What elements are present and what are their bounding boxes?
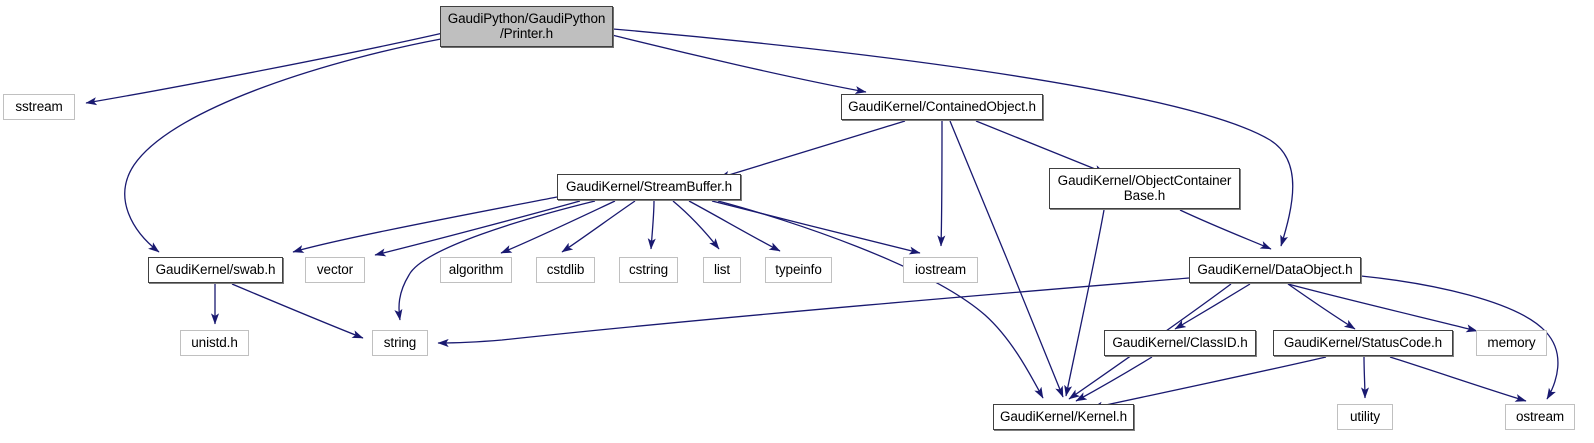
- edge-objcontbase-to-kernel: [1064, 209, 1105, 397]
- node-label-iostream: iostream: [915, 261, 966, 277]
- node-vector[interactable]: vector: [305, 257, 365, 283]
- node-memory[interactable]: memory: [1476, 330, 1547, 356]
- node-label-statuscode: GaudiKernel/StatusCode.h: [1283, 334, 1443, 350]
- node-containedobject[interactable]: GaudiKernel/ContainedObject.h: [841, 94, 1043, 120]
- edge-printer-to-swab: [124, 38, 442, 253]
- node-label-string: string: [383, 334, 417, 350]
- node-cstring[interactable]: cstring: [619, 257, 678, 283]
- edge-streambuffer-to-algorithm: [500, 200, 616, 254]
- node-label-classid: GaudiKernel/ClassID.h: [1112, 334, 1248, 350]
- node-utility[interactable]: utility: [1337, 404, 1393, 430]
- node-label-dataobject: GaudiKernel/DataObject.h: [1197, 261, 1353, 277]
- node-label-typeinfo: typeinfo: [775, 261, 822, 277]
- node-label-kernel: GaudiKernel/Kernel.h: [999, 408, 1128, 424]
- edge-statuscode-to-kernel: [1091, 356, 1327, 410]
- node-label-vector: vector: [316, 261, 354, 277]
- node-label-sstream: sstream: [15, 98, 63, 114]
- edge-containedobject-to-objcontbase: [975, 120, 1106, 174]
- node-kernel[interactable]: GaudiKernel/Kernel.h: [993, 404, 1134, 430]
- edge-containedobject-to-streambuffer: [718, 120, 906, 179]
- edge-printer-to-sstream: [85, 32, 444, 106]
- node-unistd[interactable]: unistd.h: [180, 330, 249, 356]
- edge-statuscode-to-ostream: [1389, 356, 1527, 402]
- node-objcontbase[interactable]: GaudiKernel/ObjectContainer Base.h: [1049, 168, 1240, 209]
- edge-statuscode-to-utility: [1360, 356, 1370, 399]
- edge-streambuffer-to-kernel: [717, 200, 1044, 399]
- edge-streambuffer-to-vector: [374, 200, 581, 257]
- node-streambuffer[interactable]: GaudiKernel/StreamBuffer.h: [557, 174, 741, 200]
- edge-streambuffer-to-iostream: [711, 200, 921, 255]
- edge-printer-to-dataobject: [612, 28, 1294, 247]
- edge-dataobject-to-string: [437, 277, 1190, 348]
- edge-classid-to-kernel: [1075, 356, 1153, 402]
- node-label-streambuffer: GaudiKernel/StreamBuffer.h: [566, 178, 732, 194]
- edge-streambuffer-to-typeinfo: [688, 200, 781, 252]
- node-sstream[interactable]: sstream: [3, 94, 75, 120]
- node-iostream[interactable]: iostream: [903, 257, 978, 283]
- edge-dataobject-to-statuscode: [1287, 283, 1356, 330]
- edge-streambuffer-to-cstdlib: [561, 200, 636, 253]
- node-label-cstring: cstring: [628, 261, 669, 277]
- edge-streambuffer-to-list: [672, 200, 720, 250]
- node-label-list: list: [713, 261, 731, 277]
- edge-dataobject-to-memory: [1287, 283, 1478, 333]
- node-statuscode[interactable]: GaudiKernel/StatusCode.h: [1273, 330, 1453, 356]
- edge-streambuffer-to-swab: [292, 196, 558, 253]
- node-label-algorithm: algorithm: [448, 261, 504, 277]
- node-label-ostream: ostream: [1515, 408, 1565, 424]
- node-list[interactable]: list: [703, 257, 741, 283]
- node-label-memory: memory: [1487, 334, 1536, 350]
- node-label-printer: GaudiPython/GaudiPython /Printer.h: [447, 10, 606, 41]
- node-printer[interactable]: GaudiPython/GaudiPython /Printer.h: [440, 6, 613, 47]
- node-ostream[interactable]: ostream: [1505, 404, 1575, 430]
- edge-objcontbase-to-dataobject: [1179, 209, 1272, 250]
- node-dataobject[interactable]: GaudiKernel/DataObject.h: [1189, 257, 1361, 283]
- node-classid[interactable]: GaudiKernel/ClassID.h: [1104, 330, 1256, 356]
- node-typeinfo[interactable]: typeinfo: [765, 257, 832, 283]
- node-label-unistd: unistd.h: [191, 334, 238, 350]
- edge-dataobject-to-classid: [1174, 283, 1251, 330]
- node-label-swab: GaudiKernel/swab.h: [155, 261, 276, 277]
- node-label-cstdlib: cstdlib: [546, 261, 585, 277]
- node-label-containedobject: GaudiKernel/ContainedObject.h: [848, 98, 1036, 114]
- node-algorithm[interactable]: algorithm: [440, 257, 512, 283]
- edge-containedobject-to-iostream: [937, 120, 946, 247]
- node-cstdlib[interactable]: cstdlib: [536, 257, 595, 283]
- node-label-utility: utility: [1349, 408, 1381, 424]
- node-string[interactable]: string: [372, 330, 428, 356]
- edge-swab-to-string: [231, 283, 364, 339]
- edge-streambuffer-to-cstring: [647, 200, 656, 250]
- node-swab[interactable]: GaudiKernel/swab.h: [148, 257, 283, 283]
- node-label-objcontbase: GaudiKernel/ObjectContainer Base.h: [1057, 172, 1232, 203]
- edge-printer-to-containedobject: [611, 34, 867, 95]
